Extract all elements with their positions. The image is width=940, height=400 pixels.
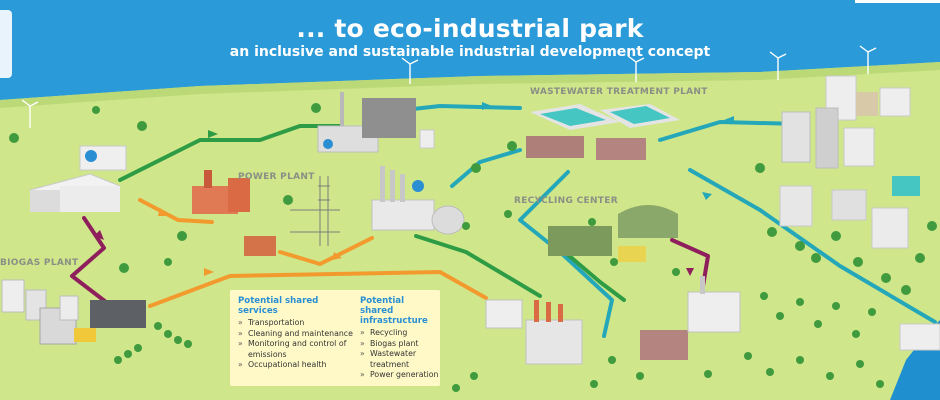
biogas-plant-label: BIOGAS PLANT (0, 258, 79, 268)
list-item: Occupational health (238, 360, 356, 371)
left-edge-tab (0, 10, 12, 78)
shared-resources-box: Potential shared services Transportation… (230, 290, 440, 386)
water-flow-line-4 (688, 168, 937, 324)
wastewater-treatment-plant-label: WASTEWATER TREATMENT PLANT (530, 87, 708, 97)
biogas-flow-line (70, 216, 108, 304)
list-item: Biogas plant (360, 339, 440, 350)
top-factory (317, 92, 435, 153)
energy-flow-arrow-2 (332, 252, 342, 260)
energy-flow-arrow (158, 208, 170, 216)
power-plant-buildings (192, 170, 340, 256)
wind-turbines (21, 45, 877, 128)
wastewater-plant (526, 104, 680, 160)
services-column: Potential shared services Transportation… (238, 296, 356, 371)
list-item: Transportation (238, 318, 356, 329)
list-item: Power generation (360, 370, 440, 381)
water-flow-line-3 (450, 148, 522, 188)
material-flow-line (118, 124, 342, 182)
water-flow-arrow (482, 102, 492, 110)
material-flow-line-2 (414, 234, 542, 298)
flow-arrows (94, 102, 734, 276)
biogas-flow-arrow-2 (686, 268, 694, 276)
horizon-band (0, 62, 940, 108)
bottom-factories (485, 276, 741, 365)
energy-flow-line (138, 198, 214, 224)
list-item: Monitoring and control of emissions (238, 339, 356, 360)
left-factory (28, 145, 127, 212)
biogas-flow-arrow (94, 230, 104, 240)
water-flow-arrow-2 (724, 116, 734, 124)
city (779, 75, 940, 351)
services-list: Transportation Cleaning and maintenance … (238, 318, 356, 371)
recycling-center (548, 205, 678, 262)
list-item: Wastewater treatment (360, 349, 440, 370)
energy-flow-line-3 (148, 270, 488, 308)
list-item: Recycling (360, 328, 440, 339)
trees (9, 103, 937, 392)
infrastructure-list: Recycling Biogas plant Wastewater treatm… (360, 328, 440, 381)
energy-flow-arrow-3 (204, 268, 214, 276)
central-factory (371, 166, 465, 235)
energy-flow-line-2 (278, 236, 374, 266)
flow-pipes (70, 104, 937, 338)
list-item: Cleaning and maintenance (238, 329, 356, 340)
water-flow-arrow-3 (702, 192, 712, 200)
power-plant-label: POWER PLANT (238, 172, 315, 182)
services-title: Potential shared services (238, 296, 319, 316)
material-flow-line-3 (558, 246, 626, 302)
recycling-center-label: RECYCLING CENTER (514, 196, 618, 206)
page-subtitle: an inclusive and sustainable industrial … (229, 44, 711, 60)
infrastructure-title: Potential shared infrastructure (360, 296, 428, 326)
biogas-plant-buildings (1, 279, 146, 345)
top-right-strip (855, 0, 940, 3)
page-title: ... to eco-industrial park (296, 14, 644, 43)
infrastructure-column: Potential shared infrastructure Recyclin… (360, 296, 440, 381)
water-flow-line-2 (658, 120, 802, 142)
material-flow-arrow (208, 130, 218, 138)
